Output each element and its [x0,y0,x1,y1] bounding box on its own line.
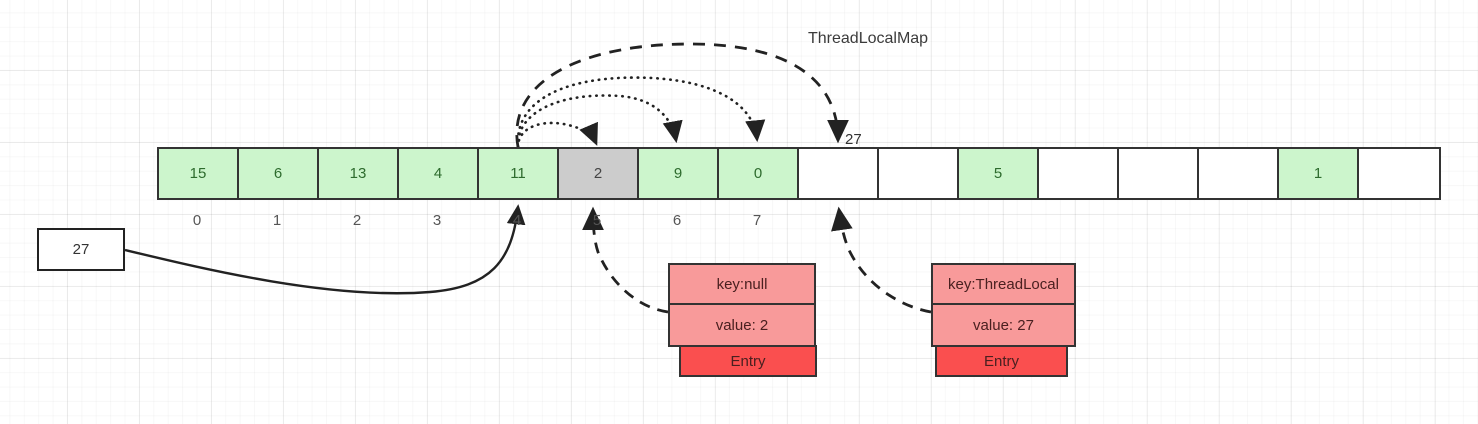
entry-threadlocal-key: key:ThreadLocal [933,265,1074,305]
entry-threadlocal-type-label: Entry [935,345,1068,377]
table-cell-1[interactable]: 6 [239,149,319,198]
table-cell-13[interactable] [1199,149,1279,198]
entry-threadlocal-fields: key:ThreadLocal value: 27 [931,263,1076,347]
table-cell-12[interactable] [1119,149,1199,198]
entry-stale-type-label: Entry [679,345,817,377]
table-cell-2[interactable]: 13 [319,149,399,198]
probe-value-label: 27 [845,131,862,148]
table-cell-8[interactable] [799,149,879,198]
entry-stale-key: key:null [670,265,814,305]
threadlocalmap-table: 15 6 13 4 11 2 9 0 5 1 [157,147,1441,200]
table-cell-4[interactable]: 11 [479,149,559,198]
index-label-0: 0 [192,212,202,229]
table-cell-15[interactable] [1359,149,1439,198]
table-cell-14[interactable]: 1 [1279,149,1359,198]
table-cell-7[interactable]: 0 [719,149,799,198]
entry-stale[interactable]: key:null value: 2 Entry [668,263,817,377]
entry-stale-value: value: 2 [715,316,769,334]
table-cell-11[interactable] [1039,149,1119,198]
table-cell-9[interactable] [879,149,959,198]
table-cell-5[interactable]: 2 [559,149,639,198]
table-cell-10[interactable]: 5 [959,149,1039,198]
page-title: ThreadLocalMap [808,30,929,47]
index-label-5: 5 [592,212,602,229]
index-label-6: 6 [672,212,682,229]
entry-stale-fields: key:null value: 2 [668,263,816,347]
index-label-2: 2 [352,212,362,229]
table-cell-3[interactable]: 4 [399,149,479,198]
source-value-box[interactable]: 27 [37,228,125,271]
index-label-7: 7 [752,212,762,229]
entry-threadlocal[interactable]: key:ThreadLocal value: 27 Entry [931,263,1076,377]
table-cell-0[interactable]: 15 [159,149,239,198]
index-label-1: 1 [272,212,282,229]
entry-threadlocal-value: value: 27 [973,316,1034,334]
index-label-4: 4 [512,212,522,229]
index-label-3: 3 [432,212,442,229]
table-cell-6[interactable]: 9 [639,149,719,198]
